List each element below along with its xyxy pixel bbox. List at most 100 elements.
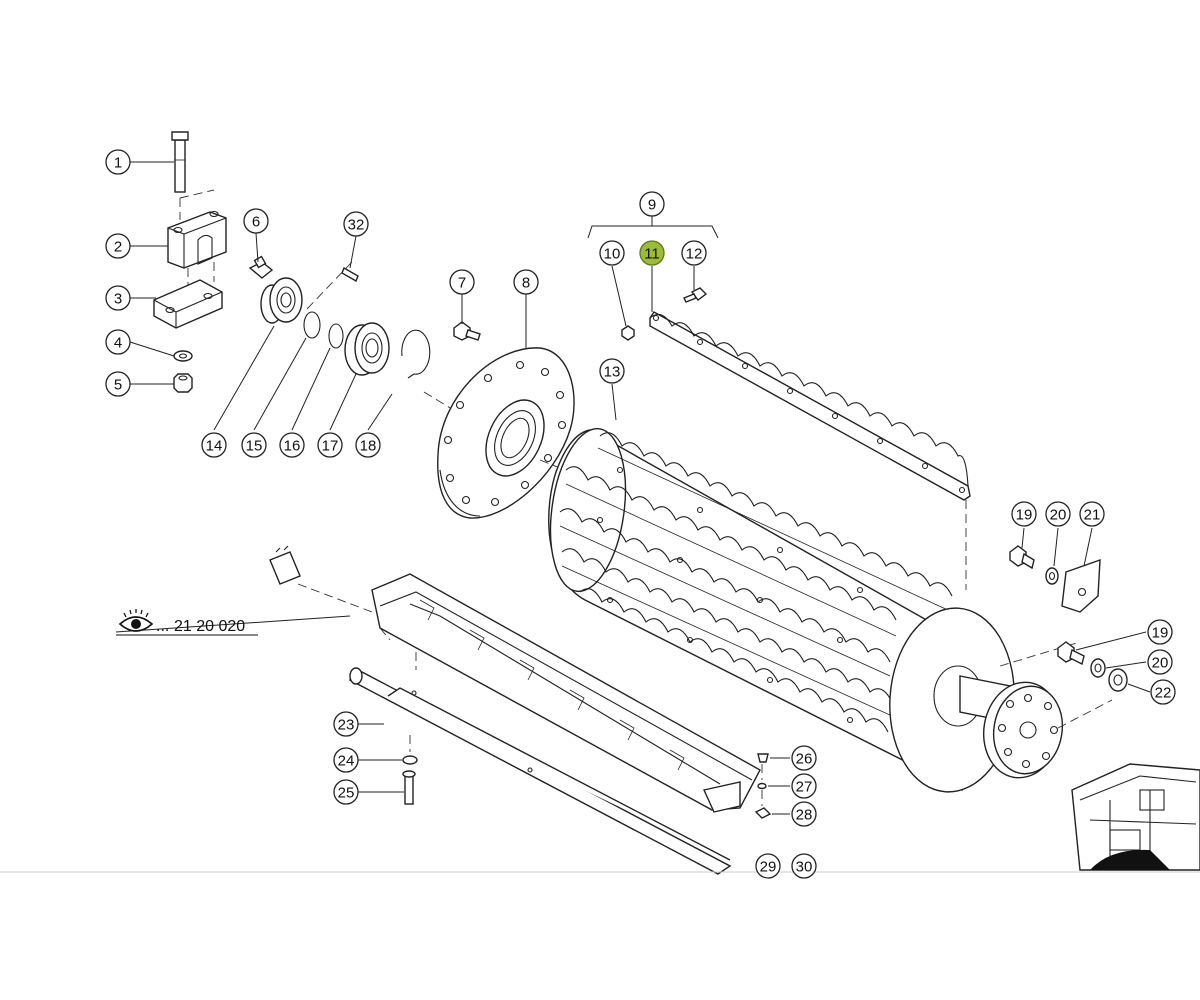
callout-7[interactable]: 7 <box>449 269 475 295</box>
callout-circle-11 <box>639 240 665 266</box>
callout-label-22: 22 <box>1155 685 1172 702</box>
callout-label-21: 21 <box>1084 507 1101 524</box>
callout-8[interactable]: 8 <box>513 269 539 295</box>
callout-circle-24 <box>333 747 359 773</box>
callout-22[interactable]: 22 <box>1150 679 1176 705</box>
bearing-block-part-2 <box>167 189 227 269</box>
callout-19b[interactable]: 19 <box>1147 619 1173 645</box>
callout-27[interactable]: 27 <box>791 773 817 799</box>
washer-part-27 <box>757 782 767 790</box>
callout-10[interactable]: 10 <box>599 240 625 266</box>
callout-label-16: 16 <box>284 438 301 455</box>
callout-24[interactable]: 24 <box>333 747 359 773</box>
reference-link[interactable]: ... 21 20 020 <box>116 609 258 636</box>
callout-circle-9 <box>639 191 665 217</box>
washer-part-4 <box>173 350 193 362</box>
callout-label-19b: 19 <box>1152 625 1169 642</box>
callout-label-30: 30 <box>796 859 813 876</box>
bearing-housing-part-14 <box>260 277 303 324</box>
callout-6[interactable]: 6 <box>243 208 269 234</box>
bearing-part-17 <box>344 322 390 376</box>
callout-label-11: 11 <box>644 246 660 263</box>
callout-label-10: 10 <box>604 246 621 263</box>
callout-label-26: 26 <box>796 751 813 768</box>
reference-code[interactable]: 21 20 020 <box>174 618 245 635</box>
callout-circle-7 <box>449 269 475 295</box>
callout-label-28: 28 <box>796 807 813 824</box>
callout-20a[interactable]: 20 <box>1045 501 1071 527</box>
callout-label-7: 7 <box>458 275 466 292</box>
callout-19a[interactable]: 19 <box>1011 501 1037 527</box>
callout-circle-16 <box>279 432 305 458</box>
callout-14[interactable]: 14 <box>201 432 227 458</box>
callout-9[interactable]: 9 <box>639 191 665 217</box>
bolt-part-7 <box>453 321 481 341</box>
callout-29[interactable]: 29 <box>755 853 781 879</box>
callout-circle-6 <box>243 208 269 234</box>
nut-part-10 <box>621 325 635 341</box>
o-ring-part-15 <box>303 311 321 339</box>
callout-16[interactable]: 16 <box>279 432 305 458</box>
reference-prefix: ... <box>156 618 169 635</box>
eye-icon <box>118 609 154 632</box>
connector-plug <box>269 545 381 616</box>
callout-circle-12 <box>681 240 707 266</box>
grate-assembly <box>371 573 761 813</box>
callout-20b[interactable]: 20 <box>1147 649 1173 675</box>
callout-25[interactable]: 25 <box>333 779 359 805</box>
callout-label-23: 23 <box>338 717 355 734</box>
nut-part-28 <box>754 807 772 819</box>
callout-label-24: 24 <box>338 753 355 770</box>
drum-part-13 <box>548 427 1064 793</box>
screw-part-26 <box>757 753 769 763</box>
callout-1[interactable]: 1 <box>105 149 131 175</box>
callout-circle-5 <box>105 371 131 397</box>
circlip-part-18 <box>401 329 431 379</box>
callout-circle-32 <box>343 211 369 237</box>
callout-28[interactable]: 28 <box>791 801 817 827</box>
callout-label-3: 3 <box>114 291 122 308</box>
washer-part-22 <box>1108 668 1128 692</box>
callout-circle-21 <box>1079 501 1105 527</box>
nut-part-5 <box>173 373 193 393</box>
flange-part-8 <box>437 347 575 519</box>
callout-circle-10 <box>599 240 625 266</box>
callout-15[interactable]: 15 <box>241 432 267 458</box>
callout-circle-29 <box>755 853 781 879</box>
callout-label-9: 9 <box>648 197 656 214</box>
callout-label-32: 32 <box>348 217 365 234</box>
callout-label-2: 2 <box>114 239 122 256</box>
callout-12[interactable]: 12 <box>681 240 707 266</box>
callout-11[interactable]: 11 <box>639 240 665 266</box>
callout-circle-26 <box>791 745 817 771</box>
callout-circle-19a <box>1011 501 1037 527</box>
callout-23[interactable]: 23 <box>333 711 359 737</box>
bolt-part-19-lower <box>1057 641 1085 666</box>
callout-2[interactable]: 2 <box>105 233 131 259</box>
callout-21[interactable]: 21 <box>1079 501 1105 527</box>
callout-26[interactable]: 26 <box>791 745 817 771</box>
callout-17[interactable]: 17 <box>317 432 343 458</box>
callout-label-4: 4 <box>114 335 122 352</box>
callout-circle-20b <box>1147 649 1173 675</box>
bolt-part-19-upper <box>1009 545 1035 570</box>
callout-label-13: 13 <box>604 364 621 381</box>
callout-13[interactable]: 13 <box>599 358 625 384</box>
callout-3[interactable]: 3 <box>105 285 131 311</box>
callout-18[interactable]: 18 <box>355 432 381 458</box>
callout-circle-27 <box>791 773 817 799</box>
callout-32[interactable]: 32 <box>343 211 369 237</box>
callout-circle-8 <box>513 269 539 295</box>
callout-circle-30 <box>791 853 817 879</box>
bolt-part-12 <box>683 287 708 303</box>
callout-30[interactable]: 30 <box>791 853 817 879</box>
callout-circle-17 <box>317 432 343 458</box>
o-ring-part-16 <box>328 323 344 349</box>
callout-circle-19b <box>1147 619 1173 645</box>
machine-thumbnail <box>1071 763 1200 871</box>
plate-part-21 <box>1061 558 1101 613</box>
callout-5[interactable]: 5 <box>105 371 131 397</box>
callout-4[interactable]: 4 <box>105 329 131 355</box>
callout-label-15: 15 <box>246 438 263 455</box>
